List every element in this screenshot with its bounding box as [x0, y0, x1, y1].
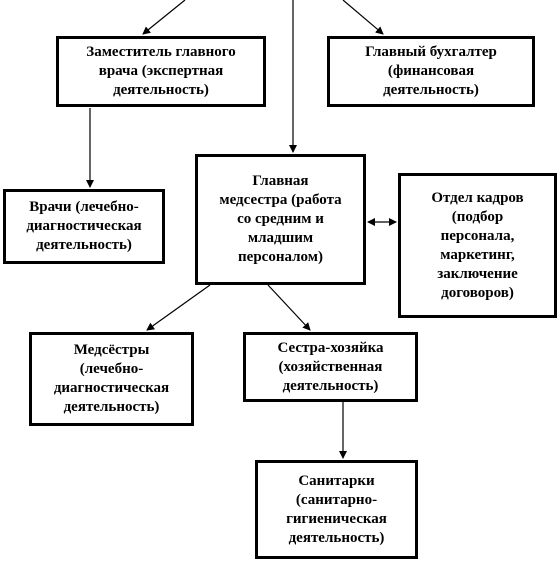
arrow-top-to-accountant: [342, 0, 384, 35]
arrow-headnurse-to-housekeeper: [267, 284, 311, 331]
doctors-box: Врачи (лечебно- диагностическая деятельн…: [3, 189, 165, 264]
hr-department-label: Отдел кадров (подбор персонала, маркетин…: [431, 189, 524, 301]
chief-accountant-box: Главный бухгалтер (финансовая деятельнос…: [327, 36, 535, 107]
orderlies-box: Санитарки (санитарно- гигиеническая деят…: [255, 460, 418, 559]
housekeeper-nurse-box: Сестра-хозяйка (хозяйственная деятельнос…: [243, 332, 418, 402]
orderlies-label: Санитарки (санитарно- гигиеническая деят…: [286, 472, 387, 546]
arrow-headnurse-to-nurses: [146, 284, 211, 331]
arrow-top-to-deputy: [142, 0, 186, 35]
deputy-chief-physician-box: Заместитель главного врача (экспертная д…: [56, 36, 266, 107]
nurses-label: Медсёстры (лечебно- диагностическая деят…: [53, 342, 170, 415]
hr-department-box: Отдел кадров (подбор персонала, маркетин…: [398, 173, 557, 318]
housekeeper-nurse-label: Сестра-хозяйка (хозяйственная деятельнос…: [277, 339, 384, 394]
deputy-chief-physician-label: Заместитель главного врача (экспертная д…: [86, 44, 236, 98]
head-nurse-label: Главная медсестра (работа со средним и м…: [219, 173, 342, 265]
doctors-label: Врачи (лечебно- диагностическая деятельн…: [26, 199, 142, 253]
chief-accountant-label: Главный бухгалтер (финансовая деятельнос…: [365, 44, 497, 98]
head-nurse-box: Главная медсестра (работа со средним и м…: [195, 154, 366, 285]
nurses-box: Медсёстры (лечебно- диагностическая деят…: [29, 332, 194, 426]
